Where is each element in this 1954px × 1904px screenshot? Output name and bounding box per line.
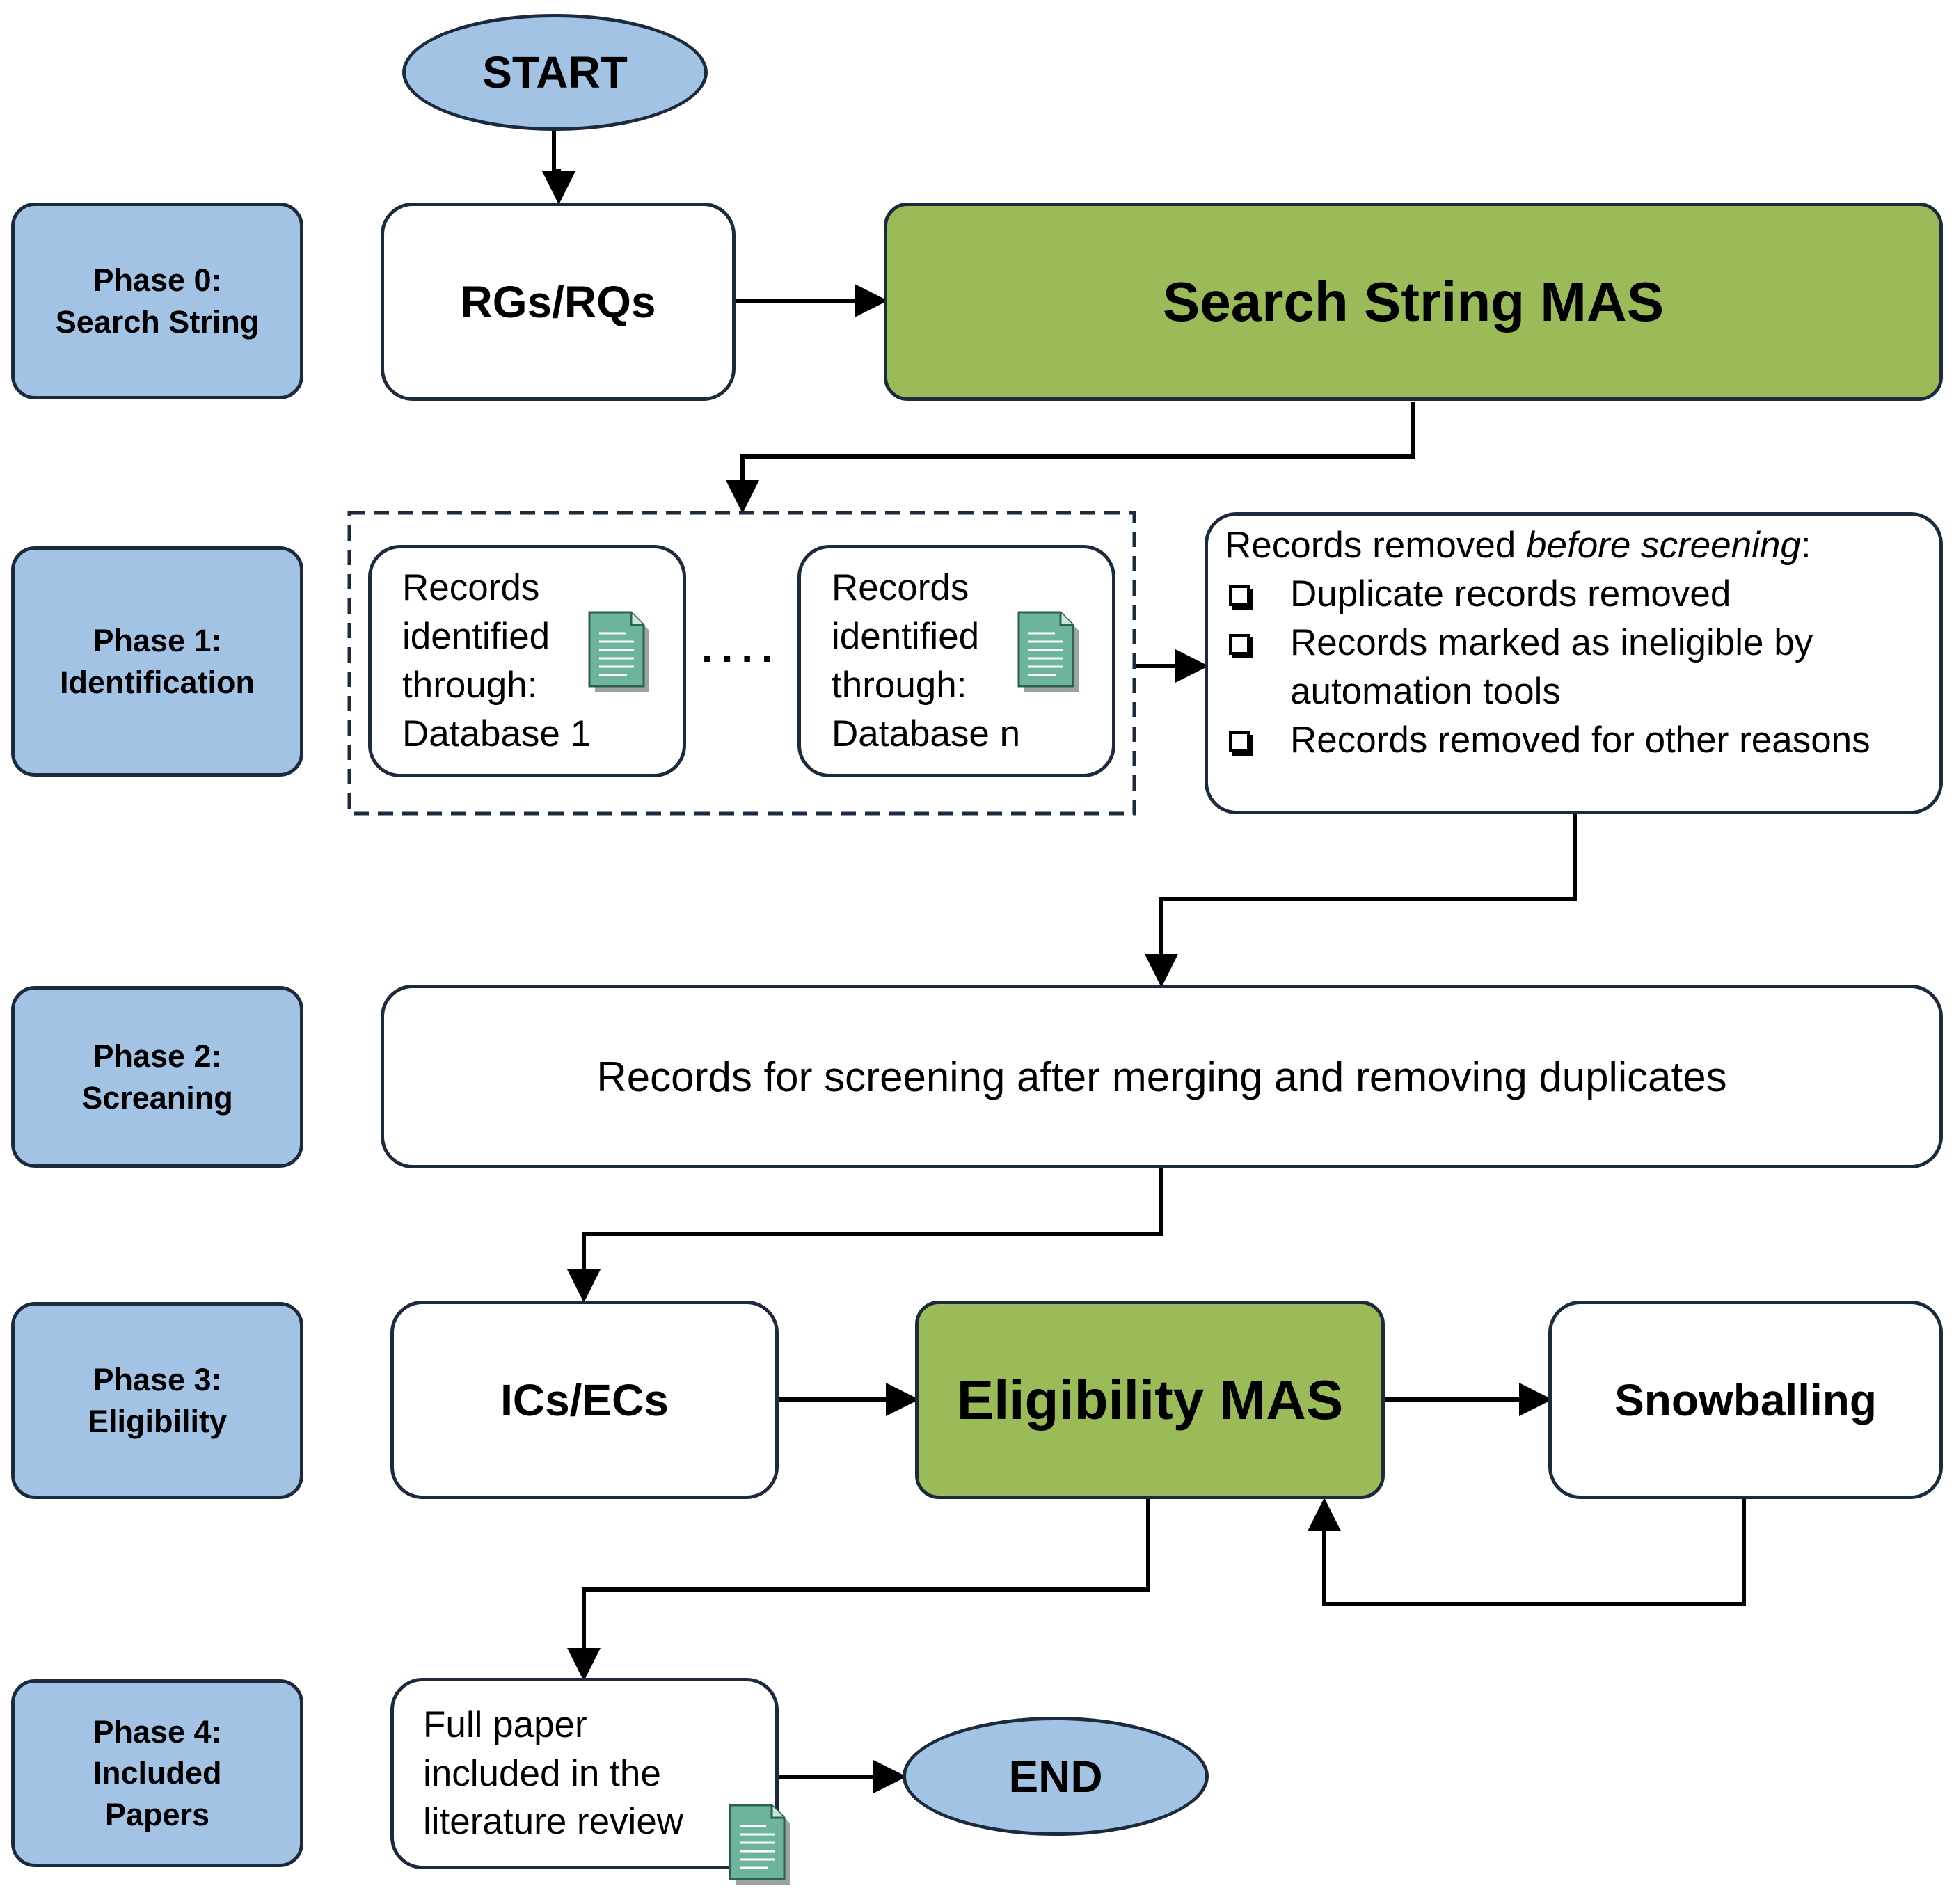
eligibility-mas-box: Eligibility MAS [915, 1301, 1385, 1499]
document-icon [588, 611, 649, 692]
removed-reasons-list: Duplicate records removed Records marked… [1225, 570, 1919, 765]
removed-reason-item: Records removed for other reasons [1225, 716, 1919, 765]
removed-reason-item: Duplicate records removed [1225, 570, 1919, 619]
full-paper-included-box: Full paper included in the literature re… [390, 1678, 779, 1869]
checkbox-bullet-icon [1229, 731, 1250, 752]
snowballing-box: Snowballing [1548, 1301, 1943, 1499]
arrow-removed-to-screening [1145, 814, 1577, 987]
records-removed-box: Records removed before screening: Duplic… [1205, 512, 1943, 814]
removed-reason-item: Records marked as ineligible by automati… [1225, 619, 1919, 716]
arrow-snowballing-to-eligibility-mas [1308, 1497, 1746, 1606]
checkbox-bullet-icon [1229, 585, 1250, 606]
records-removed-title: Records removed before screening: [1225, 525, 1811, 566]
end-terminal: END [903, 1717, 1209, 1836]
records-for-screening-box: Records for screening after merging and … [381, 985, 1943, 1168]
arrow-screening-to-ics [567, 1168, 1163, 1303]
phase-3-label: Phase 3: Eligibility [11, 1302, 303, 1499]
start-terminal: START [402, 14, 708, 131]
phase-0-label: Phase 0: Search String [11, 203, 303, 399]
arrow-start-to-rgs [542, 129, 575, 205]
arrow-search-mas-to-identification [726, 402, 1415, 514]
phase-1-label: Phase 1: Identification [11, 546, 303, 777]
document-icon [1017, 611, 1079, 692]
records-removed-content: Records removed before screening: Duplic… [1225, 521, 1919, 765]
arrow-eligibility-mas-to-full-paper [567, 1497, 1150, 1681]
phase-2-label: Phase 2: Screaning [11, 986, 303, 1168]
rgs-rqs-box: RGs/RQs [381, 203, 736, 401]
checkbox-bullet-icon [1229, 634, 1250, 655]
document-icon [729, 1804, 790, 1885]
database-ellipsis: .... [701, 624, 781, 671]
search-string-mas-box: Search String MAS [884, 203, 1943, 401]
phase-4-label: Phase 4: Included Papers [11, 1679, 303, 1867]
ics-ecs-box: ICs/ECs [390, 1301, 779, 1499]
identification-dashed-group [347, 511, 1136, 816]
records-database-1-box: Records identified through: Database 1 [368, 545, 686, 777]
